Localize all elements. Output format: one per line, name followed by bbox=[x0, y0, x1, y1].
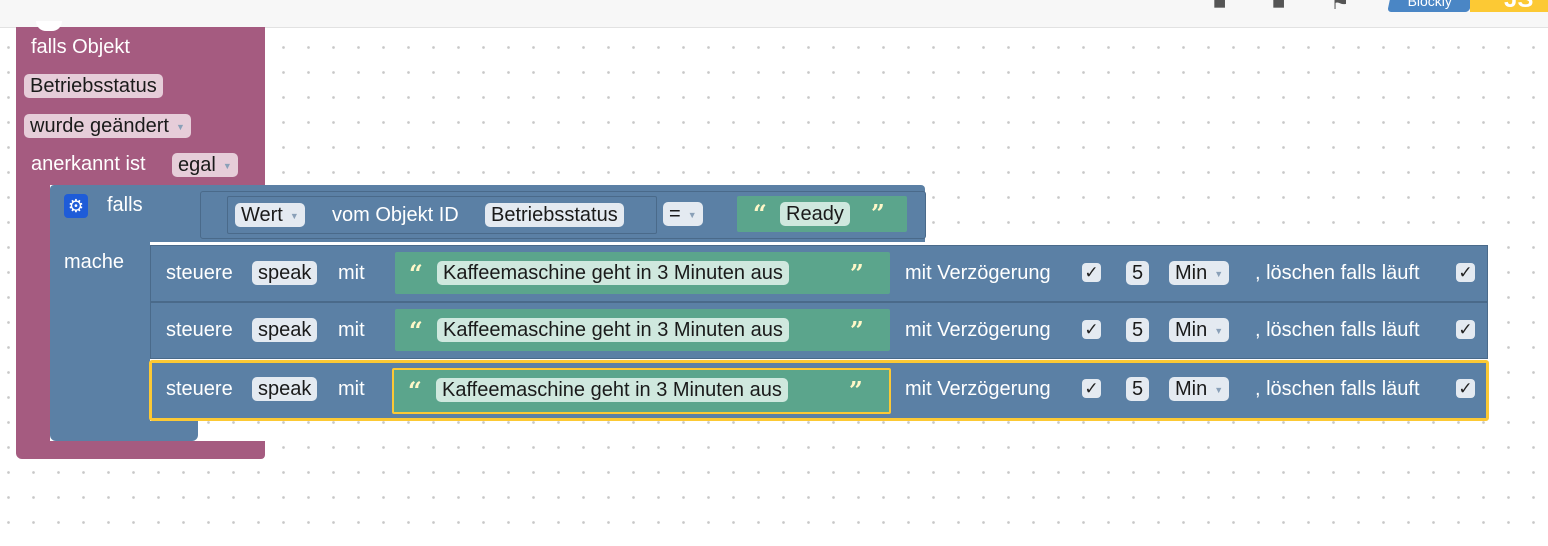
close-quote-icon: ” bbox=[849, 376, 863, 405]
target-field[interactable]: speak bbox=[252, 261, 318, 285]
close-quote-icon: ” bbox=[871, 199, 885, 228]
speak-text-block[interactable]: “ Kaffeemaschine geht in 3 Minuten aus ” bbox=[392, 368, 891, 414]
open-quote-icon: “ bbox=[409, 316, 423, 345]
toolbar: ■ ■ ⚑ Blockly JS bbox=[0, 0, 1548, 28]
trigger-notch bbox=[36, 21, 62, 31]
delay-checkbox[interactable]: ✓ bbox=[1082, 263, 1101, 282]
steuere-label: steuere bbox=[166, 319, 233, 341]
js-logo: JS bbox=[1470, 0, 1548, 13]
ack-label: anerkannt ist bbox=[31, 153, 146, 175]
trigger-event-dropdown[interactable]: wurde geändert bbox=[24, 114, 191, 138]
trigger-object-field[interactable]: Betriebsstatus bbox=[24, 74, 163, 98]
vom-objekt-label: vom Objekt ID bbox=[332, 204, 459, 226]
speak-text-field[interactable]: Kaffeemaschine geht in 3 Minuten aus bbox=[437, 261, 789, 285]
speak-text-field[interactable]: Kaffeemaschine geht in 3 Minuten aus bbox=[437, 318, 789, 342]
delay-value-field[interactable]: 5 bbox=[1126, 377, 1150, 401]
compare-text-field[interactable]: Ready bbox=[780, 202, 850, 226]
speak-text-field[interactable]: Kaffeemaschine geht in 3 Minuten aus bbox=[436, 378, 788, 402]
speak-text-block[interactable]: “ Kaffeemaschine geht in 3 Minuten aus ” bbox=[395, 309, 890, 351]
clear-label: , löschen falls läuft bbox=[1255, 378, 1420, 400]
open-quote-icon: “ bbox=[408, 376, 422, 405]
steuere-label: steuere bbox=[166, 378, 233, 400]
close-quote-icon: ” bbox=[850, 316, 864, 345]
target-field[interactable]: speak bbox=[252, 318, 318, 342]
blockly-logo: Blockly bbox=[1387, 0, 1475, 12]
mit-label: mit bbox=[338, 262, 365, 284]
delay-checkbox[interactable]: ✓ bbox=[1082, 320, 1101, 339]
export-icon[interactable]: ■ bbox=[1213, 0, 1227, 14]
delay-checkbox[interactable]: ✓ bbox=[1082, 379, 1101, 398]
trigger-block[interactable]: falls Objekt Betriebsstatus wurde geände… bbox=[16, 21, 265, 459]
if-block-foot bbox=[50, 421, 198, 441]
unit-dropdown[interactable]: Min bbox=[1169, 261, 1230, 285]
delay-value-field[interactable]: 5 bbox=[1126, 318, 1150, 342]
value-block[interactable]: Wert vom Objekt ID Betriebsstatus bbox=[227, 196, 657, 234]
steuere-label: steuere bbox=[166, 262, 233, 284]
if-falls-label: falls bbox=[107, 194, 143, 216]
trigger-header: falls Objekt bbox=[31, 36, 130, 58]
flag-icon[interactable]: ⚑ bbox=[1330, 0, 1350, 14]
close-quote-icon: ” bbox=[850, 259, 864, 288]
open-quote-icon: “ bbox=[409, 259, 423, 288]
delay-label: mit Verzögerung bbox=[905, 262, 1051, 284]
compare-text-block[interactable]: “ Ready ” bbox=[737, 196, 907, 232]
object-id-field[interactable]: Betriebsstatus bbox=[485, 203, 624, 227]
open-quote-icon: “ bbox=[753, 199, 767, 228]
mit-label: mit bbox=[338, 319, 365, 341]
if-block[interactable]: ⚙ falls mache Wert vom Objekt ID Betrieb… bbox=[50, 185, 926, 441]
delay-value-field[interactable]: 5 bbox=[1126, 261, 1150, 285]
clear-checkbox[interactable]: ✓ bbox=[1456, 320, 1475, 339]
speak-text-block[interactable]: “ Kaffeemaschine geht in 3 Minuten aus ” bbox=[395, 252, 890, 294]
trigger-block-foot bbox=[16, 441, 265, 459]
action-block-1[interactable]: steuere speak mit “ Kaffeemaschine geht … bbox=[150, 245, 1488, 302]
clear-checkbox[interactable]: ✓ bbox=[1456, 379, 1475, 398]
ack-dropdown[interactable]: egal bbox=[172, 153, 238, 177]
if-block-spine bbox=[50, 242, 150, 422]
action-block-2[interactable]: steuere speak mit “ Kaffeemaschine geht … bbox=[150, 302, 1488, 359]
delay-label: mit Verzögerung bbox=[905, 319, 1051, 341]
trigger-block-spine bbox=[16, 177, 50, 443]
unit-dropdown[interactable]: Min bbox=[1169, 377, 1230, 401]
clear-label: , löschen falls läuft bbox=[1255, 319, 1420, 341]
value-mode-dropdown[interactable]: Wert bbox=[235, 203, 305, 227]
if-mache-label: mache bbox=[64, 251, 125, 273]
mit-label: mit bbox=[338, 378, 365, 400]
operator-dropdown[interactable]: = bbox=[663, 202, 703, 226]
unit-dropdown[interactable]: Min bbox=[1169, 318, 1230, 342]
target-field[interactable]: speak bbox=[252, 377, 318, 401]
clear-label: , löschen falls läuft bbox=[1255, 262, 1420, 284]
action-block-3-selected[interactable]: steuere speak mit “ Kaffeemaschine geht … bbox=[149, 360, 1489, 421]
delay-label: mit Verzögerung bbox=[905, 378, 1051, 400]
clear-checkbox[interactable]: ✓ bbox=[1456, 263, 1475, 282]
gear-icon[interactable]: ⚙ bbox=[64, 194, 88, 218]
import-icon[interactable]: ■ bbox=[1272, 0, 1286, 14]
compare-block[interactable]: Wert vom Objekt ID Betriebsstatus = “ Re… bbox=[200, 191, 926, 239]
